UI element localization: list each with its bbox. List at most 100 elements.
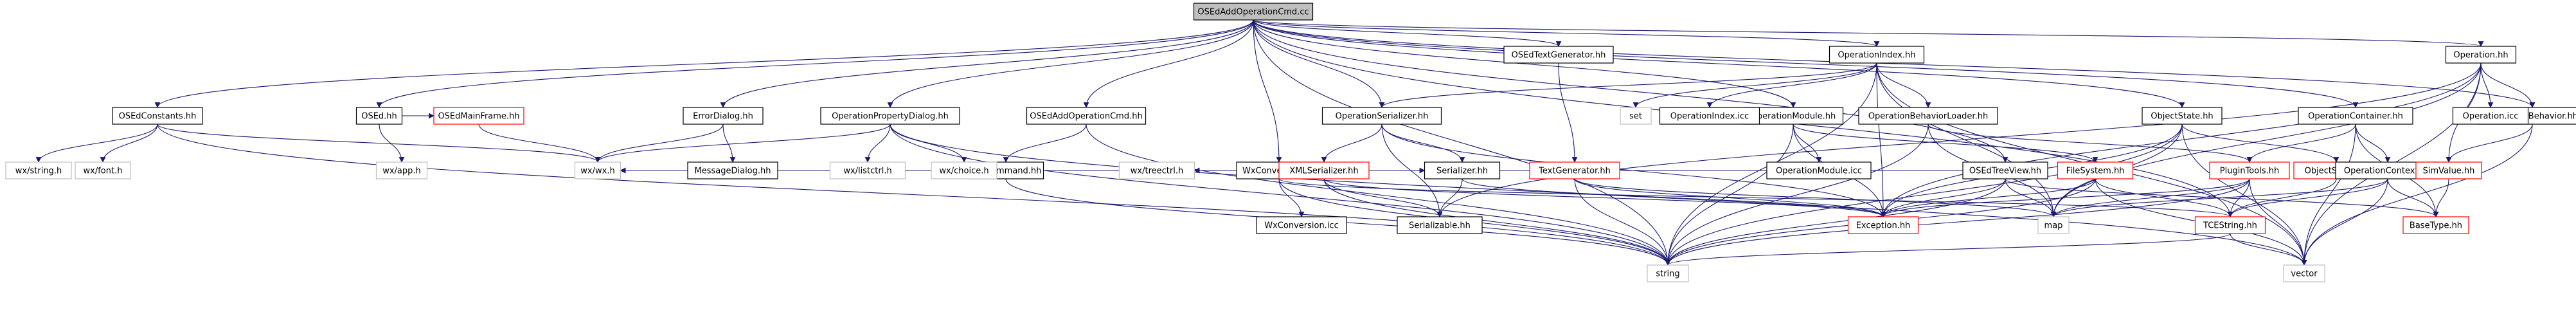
edge-osedaddophh-to-string [1086,124,1671,266]
node-label-opmoduleicc: OperationModule.icc [1776,167,1862,176]
node-vector: vector [2283,264,2325,282]
node-plugintools[interactable]: PluginTools.hh [2209,161,2290,179]
edge-root-to-wxconversionhh [1253,19,1282,163]
node-opindexicc[interactable]: OperationIndex.icc [1659,107,1760,125]
edge-opserializer-to-serializer [1381,124,1465,163]
node-label-osed: OSEd.hh [361,112,397,122]
edge-opcontext-to-basetype [2387,178,2439,217]
node-label-objectstate: ObjectState.hh [2151,112,2213,122]
node-osedaddophh[interactable]: OSEdAddOperationCmd.hh [1026,107,1147,125]
node-xmlserializer[interactable]: XMLSerializer.hh [1278,161,1370,179]
node-opserializer[interactable]: OperationSerializer.hh [1321,107,1442,125]
node-label-serializable: Serializable.hh [1409,221,1471,231]
node-box-vector [2283,264,2325,282]
edge-root-to-osedtreeview [1253,19,2008,163]
edge-opproperty-to-wxwx [595,124,891,163]
node-box-plugintools [2209,161,2290,179]
edge-root-to-objectstate [1253,19,2185,108]
edge-textgenerator-to-map [1574,178,2057,217]
edge-operation-to-map [2050,62,2482,217]
edge-osedconstants-to-wxwx [157,124,601,163]
edge-osedtreeview-to-exception [1880,178,2006,217]
node-opcontainer[interactable]: OperationContainer.hh [2298,107,2413,125]
edge-plugintools-to-string [1665,178,2250,266]
node-box-osedaddophh [1026,107,1147,125]
edge-operation-to-serializable [1436,62,2482,217]
node-box-osedconstants [112,107,203,125]
node-tcestring[interactable]: TCEString.hh [2194,216,2266,234]
edge-operation-to-opbehavior [2480,62,2536,108]
node-osedconstants[interactable]: OSEdConstants.hh [112,107,203,125]
node-operationicc[interactable]: Operation.icc [2452,107,2529,125]
edge-opserializer-to-xmlserializer [1321,124,1382,163]
node-box-opindex [1829,46,1925,64]
node-label-map: map [2044,221,2063,231]
edge-operation-to-operationicc [2480,62,2494,108]
node-osed[interactable]: OSEd.hh [355,107,403,125]
node-messagedialog[interactable]: MessageDialog.hh [687,161,778,179]
edge-osedmainframe-to-wxwx [478,124,601,163]
node-box-textgenerator [1529,161,1620,179]
node-label-wxapp: wx/app.h [382,167,421,176]
node-osedmainframe[interactable]: OSEdMainFrame.hh [433,107,524,125]
node-opbehaviorloader[interactable]: OperationBehaviorLoader.hh [1858,107,1998,125]
node-osedtreeview[interactable]: OSEdTreeView.hh [1962,161,2048,179]
edge-opcontainer-to-plugintools [2246,124,2356,163]
node-label-plugintools: PluginTools.hh [2220,167,2279,176]
node-box-opbehaviorloader [1858,107,1998,125]
node-textgenerator[interactable]: TextGenerator.hh [1529,161,1620,179]
edge-root-to-opcontainer [1253,19,2359,108]
edge-filesystem-to-exception [1880,178,2096,217]
node-label-textgenerator: TextGenerator.hh [1538,167,1611,176]
node-label-messagedialog: MessageDialog.hh [695,167,771,176]
node-serializer[interactable]: Serializer.hh [1424,161,1501,179]
node-label-basetype: BaseType.hh [2410,221,2462,231]
edge-opproperty-to-wxchoice [890,124,967,163]
node-label-opcontext: OperationContext.hh [2344,167,2431,176]
edge-objectstate-to-objectstateicc [2181,124,2339,163]
node-label-opindexicc: OperationIndex.icc [1670,112,1749,122]
edge-opindex-to-exception [1876,62,1886,217]
node-box-osed [355,107,403,125]
edge-opbehaviorloader-to-string [1665,124,1929,266]
node-label-string: string [1656,270,1679,279]
node-opmodule[interactable]: OperationModule.hh [1742,107,1844,125]
node-serializable[interactable]: Serializable.hh [1397,216,1483,234]
edge-osedconstants-to-wxstring [35,124,158,163]
node-wxstring: wx/string.h [5,161,72,179]
node-label-opproperty: OperationPropertyDialog.hh [832,112,949,122]
edge-opproperty-to-wxlistctrl [864,124,891,163]
node-label-operationicc: Operation.icc [2463,112,2519,122]
edge-plugintools-to-exception [1880,178,2250,217]
node-objectstate[interactable]: ObjectState.hh [2142,107,2223,125]
node-label-errordialog: ErrorDialog.hh [693,112,753,122]
node-simvalue[interactable]: SimValue.hh [2415,161,2482,179]
edge-errordialog-to-wxwx [595,124,724,163]
node-box-wxtreectrl [1118,161,1195,179]
edge-opindex-to-opserializer [1379,62,1877,108]
edge-filesystem-to-tcestring [2095,178,2233,217]
edge-textgenerator-to-exception [1574,178,1886,217]
node-opproperty[interactable]: OperationPropertyDialog.hh [820,107,960,125]
node-box-wxconversionicc [1256,216,1347,234]
node-label-tcestring: TCEString.hh [2203,221,2257,231]
node-wxconversionicc[interactable]: WxConversion.icc [1256,216,1347,234]
node-opindex[interactable]: OperationIndex.hh [1829,46,1925,64]
node-opmoduleicc[interactable]: OperationModule.icc [1766,161,1872,179]
node-exception[interactable]: Exception.hh [1847,216,1919,234]
node-textgenerator_osed[interactable]: OSEdTextGenerator.hh [1503,46,1614,64]
node-root[interactable]: OSEdAddOperationCmd.cc [1193,3,1314,21]
node-box-xmlserializer [1278,161,1370,179]
node-operation[interactable]: Operation.hh [2445,46,2517,64]
edge-opindex-to-set [1632,62,1877,108]
node-label-simvalue: SimValue.hh [2423,167,2475,176]
node-label-serializer: Serializer.hh [1436,167,1488,176]
edge-opmodule-to-opmoduleicc [1793,124,1822,163]
node-set: set [1620,107,1652,125]
node-box-root [1193,3,1314,21]
node-errordialog[interactable]: ErrorDialog.hh [683,107,764,125]
node-basetype[interactable]: BaseType.hh [2402,216,2469,234]
node-filesystem[interactable]: FileSystem.hh [2057,161,2134,179]
node-wxfont: wx/font.h [75,161,131,179]
node-box-operationicc [2452,107,2529,125]
